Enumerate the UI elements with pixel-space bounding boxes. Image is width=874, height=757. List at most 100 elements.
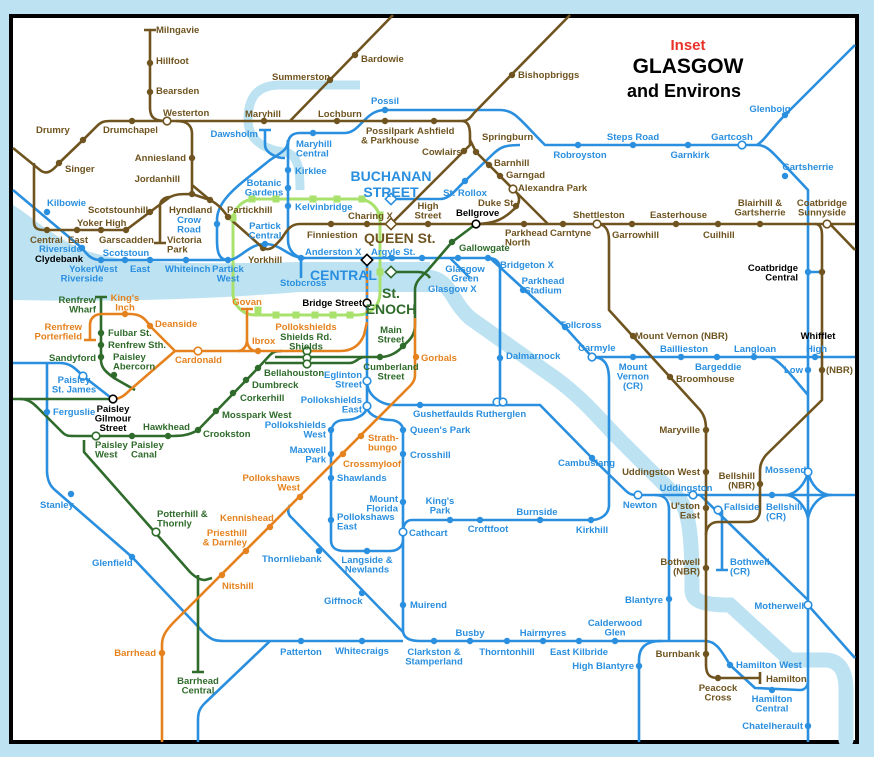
station-label-line: Mossend (765, 465, 806, 476)
station-label-line: Charing X (348, 211, 394, 222)
station-label-line: East (337, 522, 358, 533)
station-label: Mount Vernon (NBR) (635, 331, 728, 342)
station-label: Whiteinch (165, 264, 211, 275)
station-dot-marker (512, 202, 520, 210)
station-label-line: King's (111, 293, 140, 304)
station-label: Dalmarnock (506, 351, 561, 362)
station-label-line: West (95, 264, 118, 275)
station-dot-marker (296, 493, 304, 501)
station-dot-marker (97, 341, 105, 349)
station-label-line: St. James (52, 385, 96, 396)
station-label: Hamilton West (736, 660, 803, 671)
station-label: Shields Rd.Shields (280, 332, 332, 353)
station-label-line: King's (426, 496, 455, 507)
station-label: Bothwell(NBR) (660, 557, 700, 578)
station-label-line: Gallowgate (459, 243, 510, 254)
station-label-line: Stamperland (405, 657, 463, 668)
line-possil-cumbernauld (286, 108, 810, 742)
station-dot-marker (635, 662, 643, 670)
station-label-line: Gartcosh (711, 132, 753, 143)
station-dot-marker (266, 523, 274, 531)
station-label-line: West (277, 483, 300, 494)
station-label-line: Uddingston (660, 483, 713, 494)
station-dot-marker (97, 353, 105, 361)
station-label: Clarkston &Stamperland (405, 647, 463, 668)
station-label-line: bungo (368, 443, 397, 454)
station-label-line: High Blantyre (572, 661, 634, 672)
station-label-line: Yoker High (77, 218, 127, 229)
station-label-line: Whitecraigs (335, 646, 389, 657)
station-label: Finniestion (307, 230, 358, 241)
station-label: Glenboig (749, 104, 790, 115)
station-label-line: St. (382, 285, 400, 301)
station-label: Crookston (203, 429, 251, 440)
station-label-line: Glenfield (92, 558, 133, 569)
station-label: Sandyford (49, 353, 96, 364)
station-dot-marker (561, 323, 569, 331)
station-label-line: Calderwood (588, 618, 643, 629)
station-dot-marker (818, 268, 826, 276)
station-label-line: Burnside (516, 507, 557, 518)
station-label: Thornliebank (262, 554, 322, 565)
station-label-line: Finniestion (307, 230, 358, 241)
station-label: Milngavie (156, 25, 199, 36)
subway-station-square (272, 311, 280, 319)
station-label: Mosspark West (222, 410, 292, 421)
station-dot-marker (212, 407, 220, 415)
station-label: Stanley (40, 500, 75, 511)
station-label-line: Street (100, 423, 128, 434)
station-label-line: Busby (455, 628, 485, 639)
station-dot-marker (416, 401, 424, 409)
station-dot-marker (297, 254, 305, 262)
station-label: Shawlands (337, 473, 387, 484)
station-label-line: Maryhill (296, 139, 332, 150)
station-label-line: Pollokshields (301, 395, 362, 406)
station-label-line: Garnkirk (670, 150, 710, 161)
station-label-line: Fulbar St. (108, 328, 152, 339)
station-dot-marker (804, 722, 812, 730)
station-dot-marker (97, 329, 105, 337)
station-label: Bothwell(CR) (730, 557, 770, 578)
map-title: Inset GLASGOW and Environs (627, 37, 744, 101)
station-dot-marker (381, 117, 389, 125)
station-label-line: Thornliebank (262, 554, 322, 565)
station-dot-marker (43, 226, 51, 234)
station-label-line: Patterton (280, 647, 322, 658)
station-label: Gorbals (421, 353, 457, 364)
station-label-line: Central (182, 686, 215, 697)
station-label: Langloan (734, 344, 776, 355)
station-dot-marker (254, 364, 262, 372)
station-label-line: St. Rollox (443, 188, 488, 199)
line-govan (237, 307, 257, 353)
line-high-blantyre (637, 639, 663, 742)
station-label: (NBR) (826, 365, 853, 376)
station-dot-marker (327, 450, 335, 458)
subway-station-square (254, 306, 262, 314)
station-dot-marker (588, 454, 596, 462)
subway-station-square (329, 311, 337, 319)
station-label-line: Tollcross (560, 320, 602, 331)
station-label-line: Stanley (40, 500, 75, 511)
station-label-line: Corkerhill (240, 393, 284, 404)
station-label-line: Paisley (131, 440, 164, 451)
station-label-line: Priesthill (207, 528, 247, 539)
station-label-line: Bishopbriggs (518, 70, 579, 81)
station-dot-marker (684, 141, 692, 149)
station-label-line: Steps Road (607, 132, 659, 143)
station-label-line: Bellshill (719, 471, 755, 482)
subway-station-square (272, 195, 280, 203)
station-label-line: Crossmyloof (343, 459, 402, 470)
station-label-line: Main (380, 325, 402, 336)
station-label: Anniesland (135, 153, 186, 164)
station-label: Clydebank (35, 254, 84, 265)
station-label: Dumbreck (252, 380, 299, 391)
station-label: Steps Road (607, 132, 659, 143)
station-label-line: Kelvinbridge (295, 202, 353, 213)
